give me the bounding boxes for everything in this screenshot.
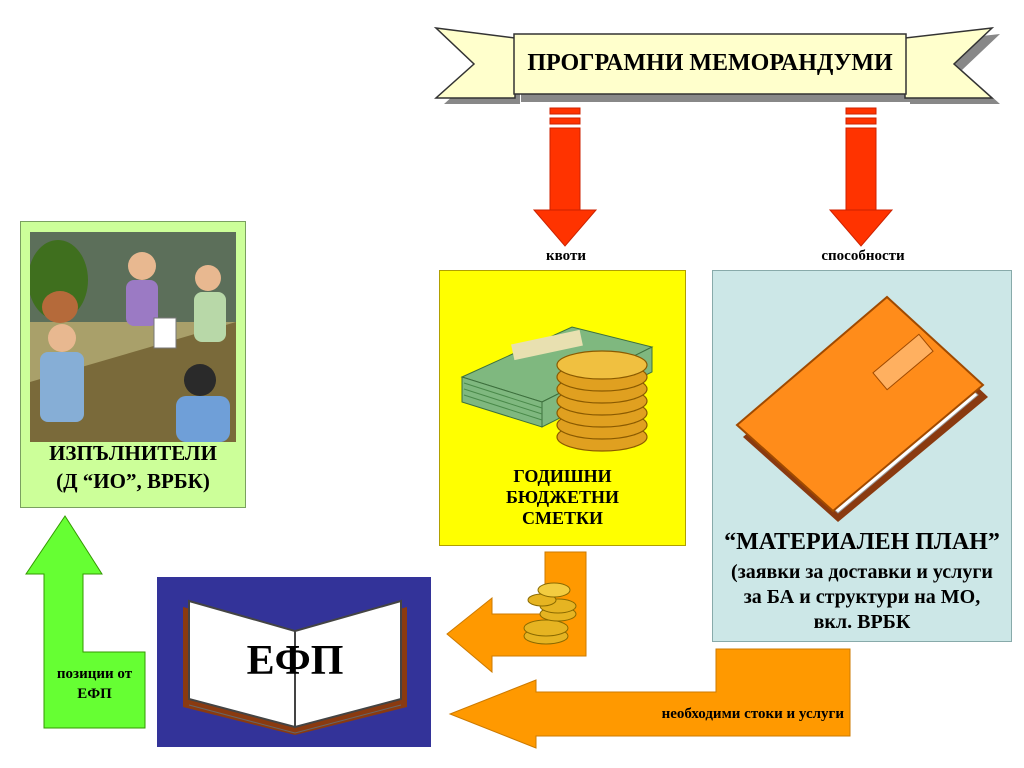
- orange-arrow-goods: [448, 648, 851, 749]
- open-book-icon: [183, 599, 407, 735]
- banner-title: ПРОГРАМНИ МЕМОРАНДУМИ: [527, 50, 893, 76]
- red-arrow-quotas: [532, 107, 598, 247]
- positions-label: позиции от ЕФП: [44, 664, 145, 704]
- budget-box: ГОДИШНИ БЮДЖЕТНИ СМЕТКИ: [439, 270, 686, 546]
- money-icon: [460, 326, 654, 452]
- capabilities-label: способности: [821, 248, 905, 264]
- green-arrow-positions: [25, 515, 146, 729]
- material-plan-line-1: (заявки за доставки и услуги: [731, 561, 993, 583]
- executors-title: ИЗПЪЛНИТЕЛИ: [49, 441, 217, 465]
- material-plan-title: “МАТЕРИАЛЕН ПЛАН”: [724, 529, 1000, 555]
- red-arrow-capabilities: [828, 107, 894, 247]
- banner-ribbon: [433, 26, 995, 99]
- budget-line-3: СМЕТКИ: [521, 508, 604, 528]
- coins-icon: [523, 582, 577, 645]
- budget-line-1: ГОДИШНИ: [513, 466, 612, 486]
- executors-box: ИЗПЪЛНИТЕЛИ (Д “ИО”, ВРБК): [20, 221, 246, 508]
- positions-label-text: позиции от ЕФП: [56, 666, 133, 702]
- book-icon: [735, 295, 988, 522]
- efp-box: ЕФП: [157, 577, 431, 747]
- goods-label: необходими стоки и услуги: [661, 706, 844, 722]
- material-plan-line-3: вкл. ВРБК: [813, 611, 911, 633]
- material-plan-line-2: за БА и структури на МО,: [743, 586, 981, 608]
- quotas-label: квоти: [546, 248, 586, 264]
- efp-label: ЕФП: [246, 638, 344, 684]
- meeting-illustration: [30, 232, 236, 442]
- executors-subtitle: (Д “ИО”, ВРБК): [56, 469, 210, 493]
- budget-line-2: БЮДЖЕТНИ: [505, 487, 619, 507]
- material-plan-box: “МАТЕРИАЛЕН ПЛАН” (заявки за доставки и …: [712, 270, 1012, 642]
